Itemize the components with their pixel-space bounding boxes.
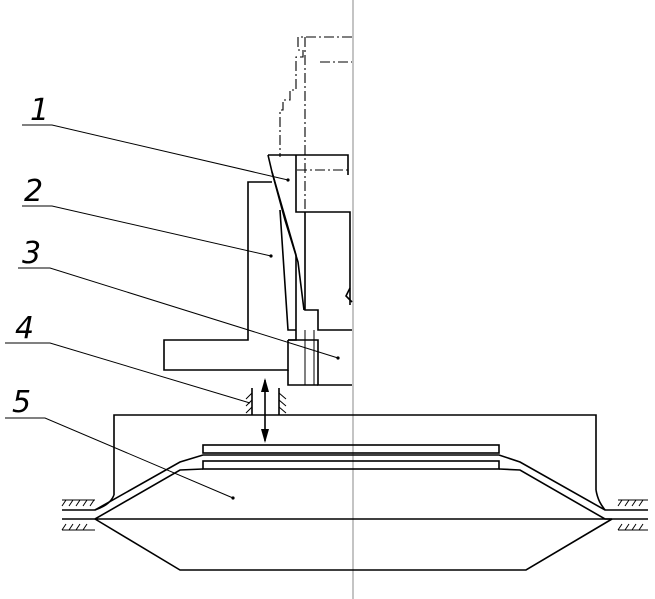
label-2: 2 [24,174,43,209]
label-4: 4 [15,311,34,346]
label-5: 5 [12,385,31,420]
part-5-dish [61,414,648,571]
label-3: 3 [22,236,41,271]
upper-shaft [279,36,352,210]
part-4-guide [245,378,287,443]
leaders [5,124,340,500]
label-1: 1 [30,93,49,128]
part-1-wedge [267,154,353,341]
part-2-housing [163,181,296,371]
part-3-sleeve [287,330,352,386]
